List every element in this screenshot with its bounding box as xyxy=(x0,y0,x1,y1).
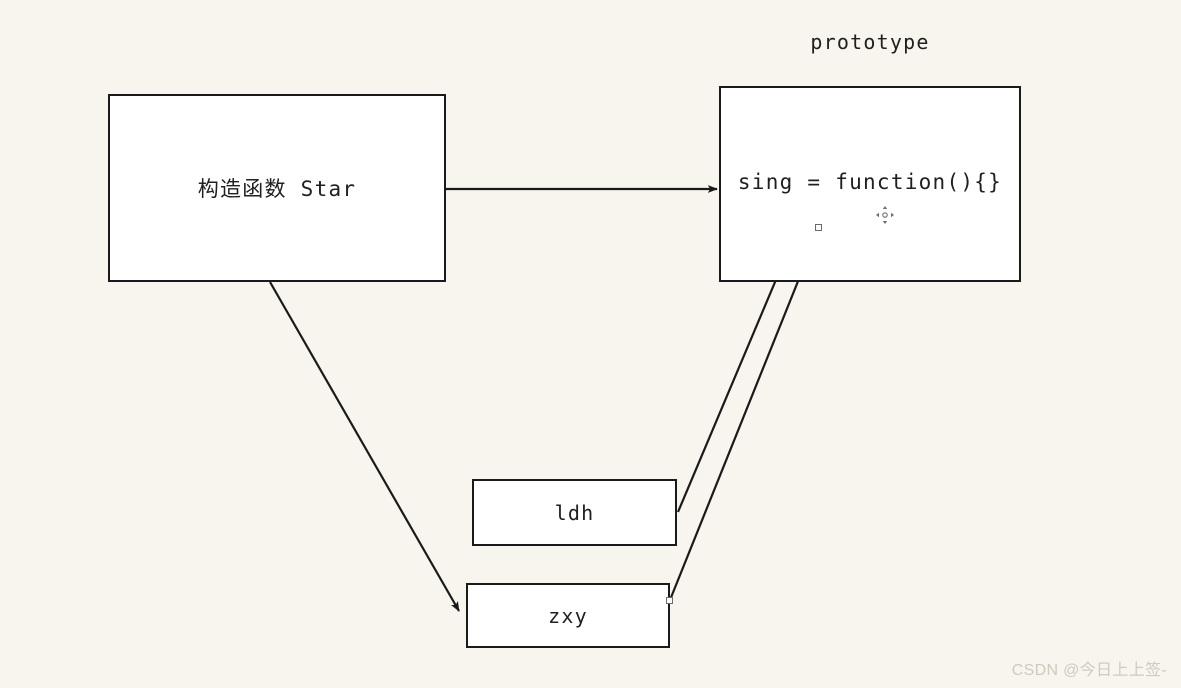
prototype-label: prototype xyxy=(810,30,930,54)
node-constructor-star-label: 构造函数 Star xyxy=(197,177,357,201)
csdn-watermark: CSDN @今日上上签- xyxy=(1011,662,1167,679)
node-prototype[interactable]: sing = function(){} xyxy=(719,86,1021,282)
selection-handle-prototype[interactable] xyxy=(815,224,822,231)
edge-constructor-to-zxy[interactable] xyxy=(269,281,460,612)
edge-zxy-to-prototype[interactable] xyxy=(668,228,821,601)
move-cursor-icon xyxy=(876,206,894,224)
selection-handle-zxy[interactable] xyxy=(666,597,673,604)
node-zxy-label: zxy xyxy=(548,603,588,628)
node-ldh[interactable]: ldh xyxy=(472,479,677,546)
node-prototype-label: sing = function(){} xyxy=(737,170,1003,194)
node-ldh-label: ldh xyxy=(554,500,595,525)
node-constructor-star[interactable]: 构造函数 Star xyxy=(108,94,446,282)
node-zxy[interactable]: zxy xyxy=(466,583,670,648)
